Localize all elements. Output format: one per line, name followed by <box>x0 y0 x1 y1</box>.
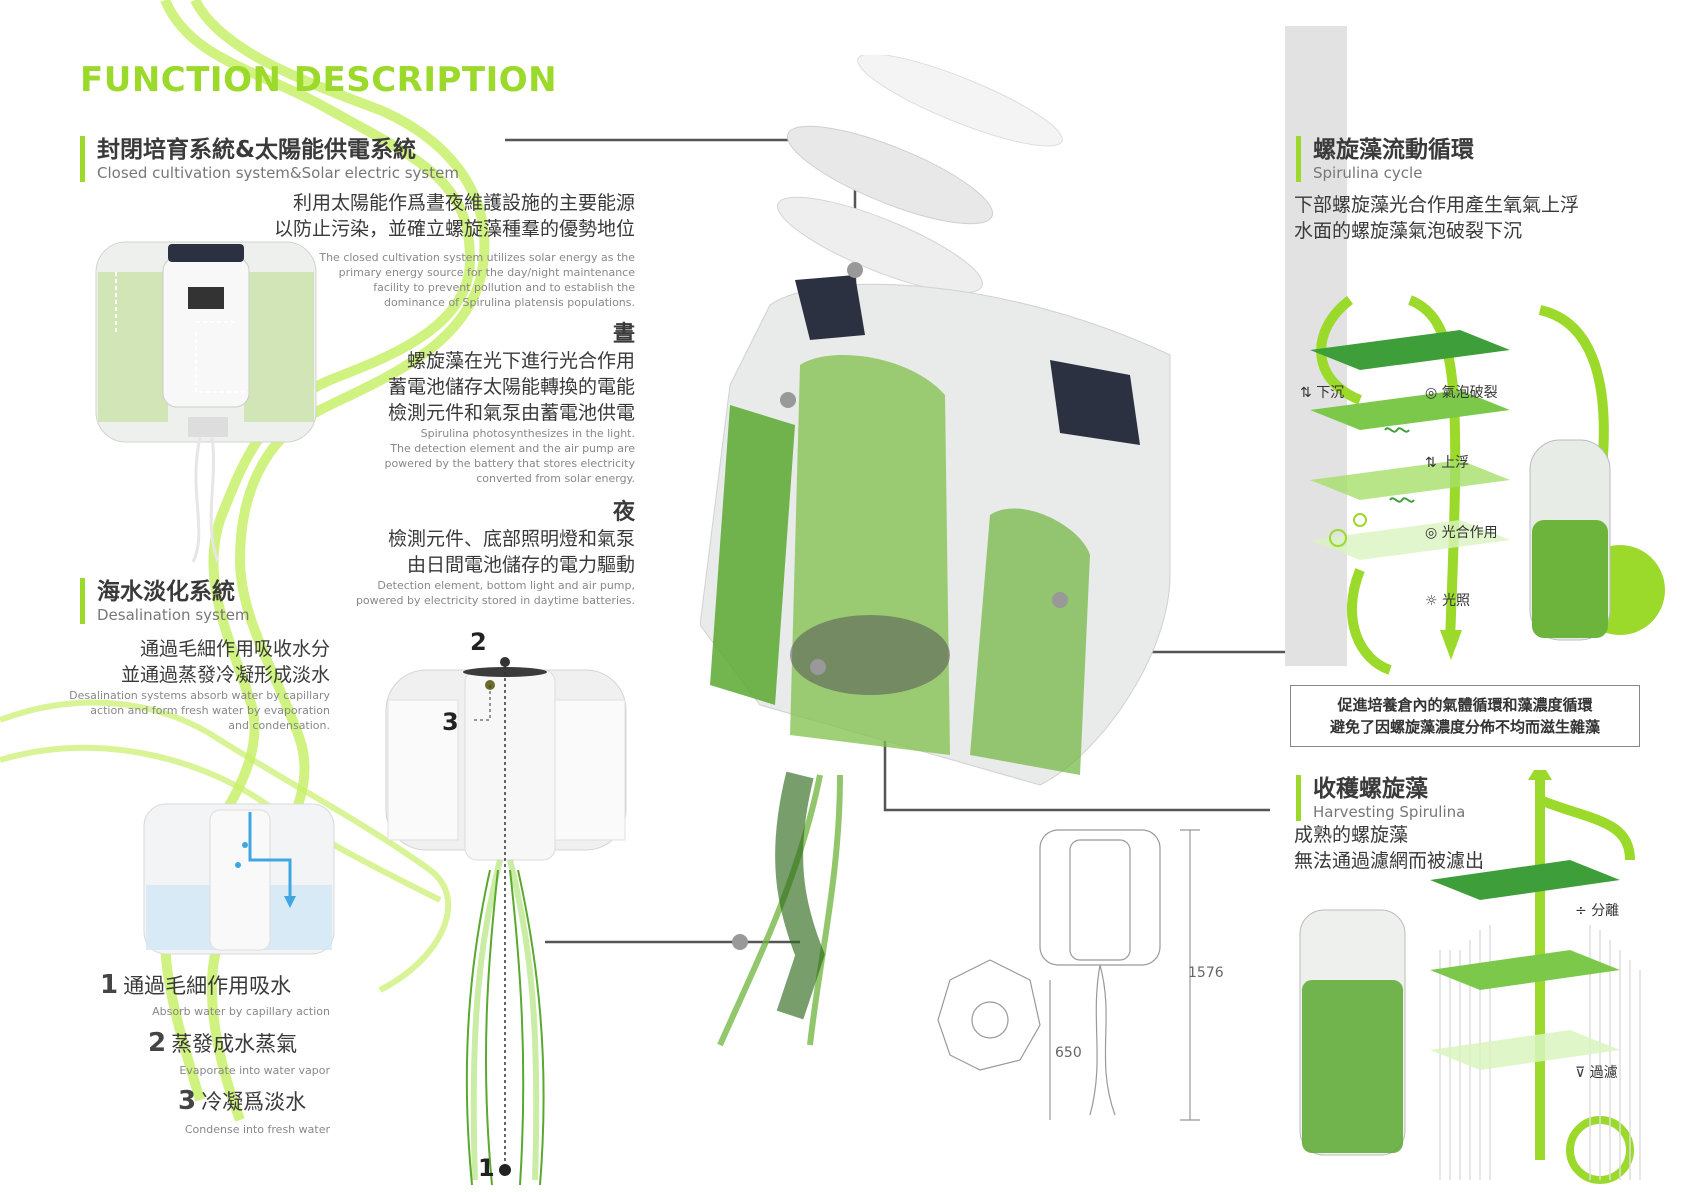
cycle-body-2: 水面的螺旋藻氣泡破裂下沉 <box>1294 220 1523 242</box>
closed-system-title-zh: 封閉培育系統&太陽能供電系統 <box>97 137 417 163</box>
closed-body-en-2: primary energy source for the day/night … <box>338 266 635 279</box>
step-2: 2 蒸發成水蒸氣 <box>148 1028 297 1058</box>
marker-3: 3 <box>442 708 459 736</box>
cycle-label-light: ☼ 光照 <box>1425 593 1471 609</box>
day-label: 晝 <box>612 322 635 347</box>
day-en-1: Spirulina photosynthesizes in the light. <box>420 427 635 440</box>
desal-illustration <box>143 803 335 955</box>
desal-body-en-2: action and form fresh water by evaporati… <box>90 704 330 717</box>
dimension-drawing <box>937 829 1200 1121</box>
cycle-label-sink: ⇅ 下沉 <box>1300 385 1345 401</box>
desal-body-zh-2: 並通過蒸發冷凝形成淡水 <box>120 664 330 686</box>
cycle-info-line-1: 促進培養倉內的氣體循環和藻濃度循環 <box>1337 696 1593 714</box>
night-label: 夜 <box>612 500 635 525</box>
step-1-num: 1 <box>100 970 119 1000</box>
step-1-en: Absorb water by capillary action <box>152 1005 330 1018</box>
marker-1: 1 <box>478 1154 495 1182</box>
day-zh-2: 蓄電池儲存太陽能轉換的電能 <box>387 376 635 398</box>
closed-system-illustration <box>95 241 317 562</box>
closed-body-en-4: dominance of Spirulina platensis populat… <box>383 296 635 309</box>
step-3-num: 3 <box>178 1086 197 1116</box>
page-title: FUNCTION DESCRIPTION <box>80 60 558 100</box>
cycle-header: 螺旋藻流動循環 Spirulina cycle <box>1296 136 1474 182</box>
night-zh-2: 由日間電池儲存的電力驅動 <box>406 554 635 576</box>
closed-system-title-en: Closed cultivation system&Solar electric… <box>97 164 459 182</box>
closed-system-body: 利用太陽能作爲晝夜維護設施的主要能源 以防止污染，並確立螺旋藻種羣的優勢地位 T… <box>215 190 635 608</box>
closed-system-header: 封閉培育系統&太陽能供電系統 Closed cultivation system… <box>80 136 459 182</box>
desal-title-en: Desalination system <box>97 606 250 624</box>
closed-body-en-1: The closed cultivation system utilizes s… <box>319 251 635 264</box>
step-2-en: Evaporate into water vapor <box>179 1064 330 1077</box>
step-3-en: Condense into fresh water <box>184 1123 330 1136</box>
day-en-4: converted from solar energy. <box>476 472 635 485</box>
harvest-label-separate: ÷ 分離 <box>1575 903 1620 919</box>
cycle-backdrop <box>1285 26 1347 666</box>
cycle-label-float: ⇅ 上浮 <box>1425 455 1470 471</box>
closed-body-zh-2: 以防止污染，並確立螺旋藻種羣的優勢地位 <box>273 218 635 240</box>
harvest-title-en: Harvesting Spirulina <box>1313 803 1466 821</box>
desal-body: 通過毛細作用吸收水分 並通過蒸發冷凝形成淡水 Desalination syst… <box>30 636 330 733</box>
harvest-title-zh: 收穫螺旋藻 <box>1313 776 1428 802</box>
closed-body-en-3: facility to prevent pollution and to est… <box>373 281 635 294</box>
cycle-body: 下部螺旋藻光合作用產生氧氣上浮 水面的螺旋藻氣泡破裂下沉 <box>1294 192 1579 244</box>
night-en-1: Detection element, bottom light and air … <box>377 579 635 592</box>
cycle-info-box: 促進培養倉內的氣體循環和藻濃度循環 避免了因螺旋藻濃度分佈不均而滋生雜藻 <box>1290 685 1640 747</box>
harvest-diagram <box>1299 770 1641 1184</box>
cycle-info-line-2: 避免了因螺旋藻濃度分佈不均而滋生雜藻 <box>1329 718 1600 736</box>
step-3-zh: 冷凝爲淡水 <box>201 1090 307 1114</box>
night-zh-1: 檢測元件、底部照明燈和氣泵 <box>387 528 635 550</box>
main-device-illustration <box>700 55 1171 1047</box>
harvest-label-filter: ⊽ 過濾 <box>1575 1065 1618 1081</box>
dimension-height: 1576 <box>1188 965 1224 981</box>
cycle-title-zh: 螺旋藻流動循環 <box>1313 137 1474 163</box>
dimension-width: 650 <box>1055 1045 1082 1061</box>
step-2-zh: 蒸發成水蒸氣 <box>171 1032 298 1056</box>
day-zh-1: 螺旋藻在光下進行光合作用 <box>406 350 635 372</box>
desal-device-illustration <box>385 657 627 1186</box>
night-en-2: powered by electricity stored in daytime… <box>355 594 635 607</box>
closed-body-zh-1: 利用太陽能作爲晝夜維護設施的主要能源 <box>292 192 635 214</box>
desal-body-en-3: and condensation. <box>228 719 330 732</box>
day-zh-3: 檢測元件和氣泵由蓄電池供電 <box>387 402 635 424</box>
day-en-3: powered by the battery that stores elect… <box>384 457 635 470</box>
step-2-num: 2 <box>148 1028 167 1058</box>
cycle-body-1: 下部螺旋藻光合作用產生氧氣上浮 <box>1294 194 1580 216</box>
marker-2: 2 <box>470 628 487 656</box>
day-en-2: The detection element and the air pump a… <box>390 442 635 455</box>
cycle-label-burst: ◎ 氣泡破裂 <box>1425 385 1498 401</box>
harvest-header: 收穫螺旋藻 Harvesting Spirulina <box>1296 775 1465 821</box>
harvest-body: 成熟的螺旋藻 無法通過濾網而被濾出 <box>1294 822 1484 874</box>
harvest-body-2: 無法通過濾網而被濾出 <box>1294 850 1485 872</box>
cycle-diagram <box>1310 295 1665 675</box>
cycle-title-en: Spirulina cycle <box>1313 164 1423 182</box>
desal-body-en-1: Desalination systems absorb water by cap… <box>69 689 330 702</box>
desal-header: 海水淡化系統 Desalination system <box>80 578 250 624</box>
desal-body-zh-1: 通過毛細作用吸收水分 <box>139 638 330 660</box>
step-1-zh: 通過毛細作用吸水 <box>123 974 292 998</box>
step-1: 1 通過毛細作用吸水 <box>100 970 291 1000</box>
harvest-body-1: 成熟的螺旋藻 <box>1294 824 1409 846</box>
desal-title-zh: 海水淡化系統 <box>97 579 235 605</box>
step-3: 3 冷凝爲淡水 <box>178 1086 306 1116</box>
cycle-label-photo: ◎ 光合作用 <box>1425 525 1498 541</box>
